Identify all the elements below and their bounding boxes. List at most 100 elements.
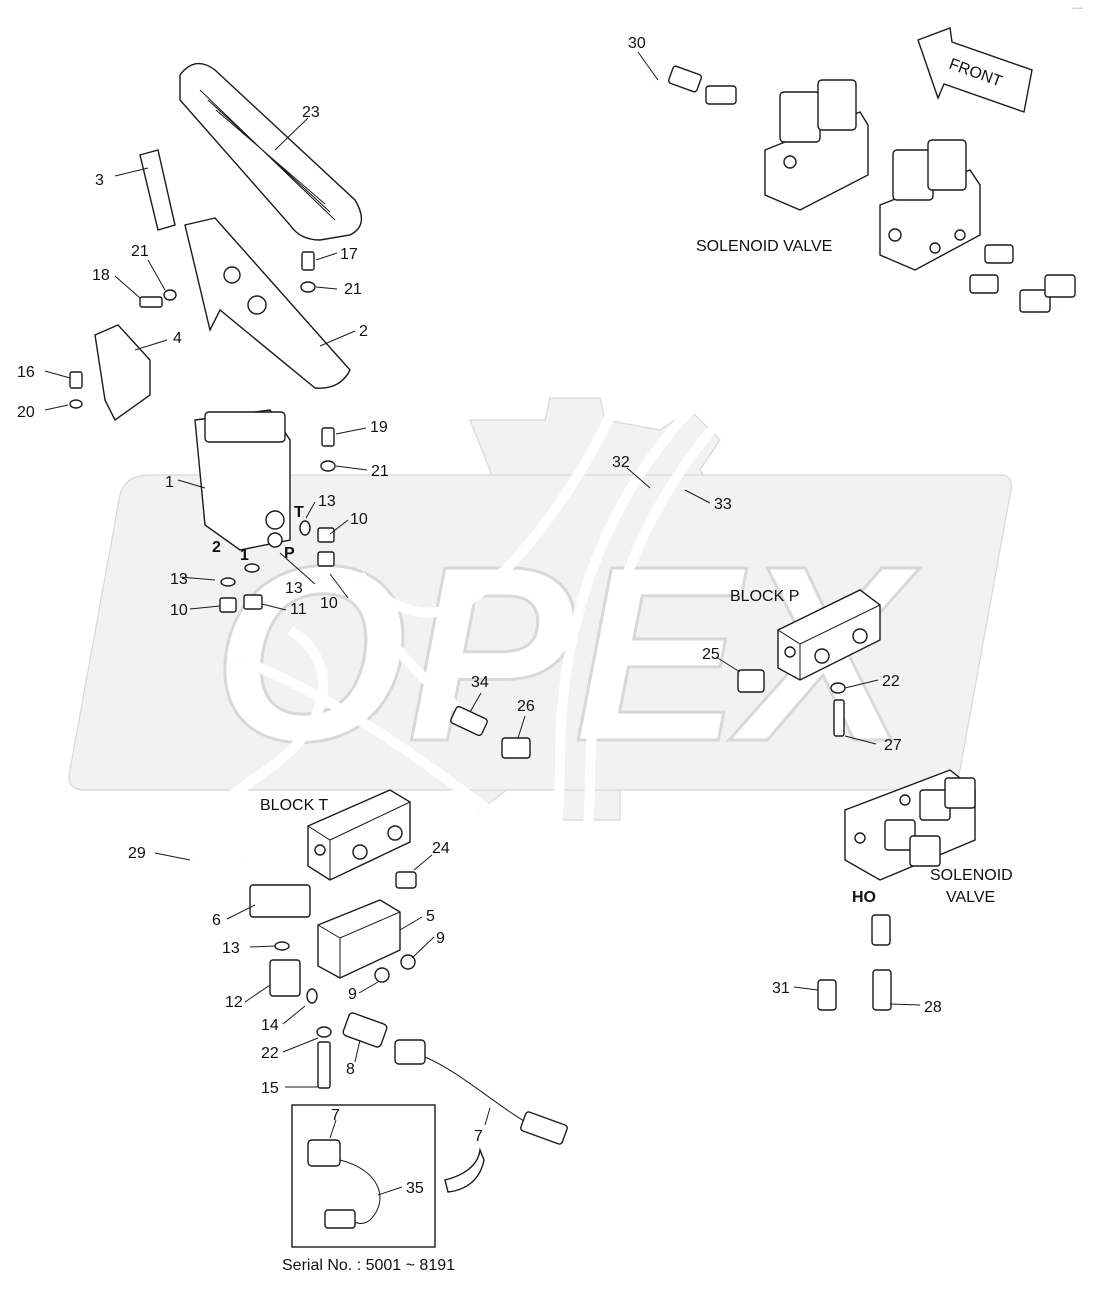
callout-21: 21: [344, 281, 362, 298]
callout-10: 10: [350, 511, 368, 528]
pressure-switch-7: [394, 1039, 426, 1065]
adapter-24: [395, 871, 417, 889]
bolt-15: [317, 1041, 331, 1089]
blocks: [307, 79, 1076, 979]
callout-8: 8: [346, 1061, 355, 1078]
bolt-19: [321, 427, 335, 447]
callout-9: 9: [348, 986, 357, 1003]
tee-ho: [871, 914, 891, 946]
callout-3: 3: [95, 172, 104, 189]
washer-20: [69, 399, 83, 409]
wire-harness-7: [419, 1054, 541, 1131]
callout-29: 29: [128, 845, 146, 862]
callout-19: 19: [370, 419, 388, 436]
label-solenoid-valve-top: SOLENOID VALVE: [696, 238, 832, 255]
callout-11: 11: [290, 601, 307, 618]
callout-35: 35: [406, 1180, 424, 1197]
bolt-27: [833, 699, 845, 737]
callout-6: 6: [212, 912, 221, 929]
callout-7: 7: [331, 1107, 340, 1124]
solenoid-valve-top-b: [879, 169, 981, 271]
callout-10: 10: [170, 602, 188, 619]
callout-18: 18: [92, 267, 110, 284]
label-block-p: BLOCK P: [730, 588, 799, 605]
washer-21a: [300, 281, 316, 293]
adapter-8: [342, 1012, 388, 1048]
elbow-11: [243, 594, 263, 610]
inset-connector: [324, 1209, 356, 1229]
callout-15: 15: [261, 1080, 279, 1097]
hose-end-34: [450, 705, 488, 737]
callout-21: 21: [131, 243, 149, 260]
callout-28: 28: [924, 999, 942, 1016]
callout-22: 22: [882, 673, 900, 690]
hose-end-31: [817, 979, 837, 1011]
callout-4: 4: [173, 330, 182, 347]
serial-inset: [291, 1104, 485, 1248]
port-label-ho: HO: [852, 889, 876, 906]
adapter-10b: [317, 551, 335, 567]
bracket-4: [94, 324, 151, 422]
oring-13c: [244, 563, 260, 573]
callout-32: 32: [612, 454, 630, 471]
washer-22a: [830, 682, 846, 694]
callout-9: 9: [436, 930, 445, 947]
adapter-10a: [317, 527, 335, 543]
port-label-1: 1: [240, 547, 249, 564]
block-t: [307, 789, 411, 881]
port-label-2: 2: [212, 539, 221, 556]
bolt-17: [301, 251, 315, 271]
connector-7: [520, 1111, 568, 1145]
callout-2: 2: [359, 323, 368, 340]
callout-20: 20: [17, 404, 35, 421]
oring-9b: [374, 967, 390, 983]
callout-13: 13: [318, 493, 336, 510]
callout-23: 23: [302, 104, 320, 121]
front-arrow-shape: [917, 27, 1033, 113]
washer-22b: [316, 1026, 332, 1038]
callout-13: 13: [285, 580, 303, 597]
elbow-25: [737, 669, 765, 693]
pedal-body-2: [184, 217, 351, 389]
callout-13: 13: [222, 940, 240, 957]
pedal-assembly: [94, 62, 363, 551]
callout-24: 24: [432, 840, 450, 857]
pedal-pad-23: [179, 62, 363, 241]
oring-9a: [400, 954, 416, 970]
callout-21: 21: [371, 463, 389, 480]
tee-6: [249, 884, 311, 918]
block-p: [777, 589, 881, 681]
adapter-10c: [219, 597, 237, 613]
elbow-12: [269, 959, 301, 997]
callout-7: 7: [474, 1128, 483, 1145]
callout-12: 12: [225, 994, 243, 1011]
pedal-valve-1: [194, 409, 291, 551]
callout-27: 27: [884, 737, 902, 754]
fittings: [69, 65, 892, 1145]
callout-30: 30: [628, 35, 646, 52]
label-solenoid-valve-right-1: SOLENOID: [930, 867, 1013, 884]
oring-13b: [220, 577, 236, 587]
front-arrow: FRONT: [917, 27, 1033, 113]
callouts: 30 23 3 17 21 18 21 2 4 16 20 19 21 1 13…: [17, 35, 942, 1197]
corner-mark: *** ***: [1072, 6, 1083, 11]
callout-33: 33: [714, 496, 732, 513]
port-label-p: P: [284, 545, 295, 562]
callout-17: 17: [340, 246, 358, 263]
bolt-18: [139, 296, 163, 308]
label-solenoid-valve-right-2: VALVE: [946, 889, 995, 906]
tee-26: [501, 737, 531, 759]
block-5: [317, 899, 401, 979]
fitting-30: [667, 65, 703, 93]
callout-31: 31: [772, 980, 790, 997]
bolt-16: [69, 371, 83, 389]
leader-lines: [44, 51, 921, 1196]
serial-number-note: Serial No. : 5001 ~ 8191: [282, 1257, 455, 1274]
washer-21c: [320, 460, 336, 472]
callout-10: 10: [320, 595, 338, 612]
inset-arrow: [444, 1147, 485, 1193]
callout-25: 25: [702, 646, 720, 663]
port-label-t: T: [294, 504, 304, 521]
callout-13: 13: [170, 571, 188, 588]
